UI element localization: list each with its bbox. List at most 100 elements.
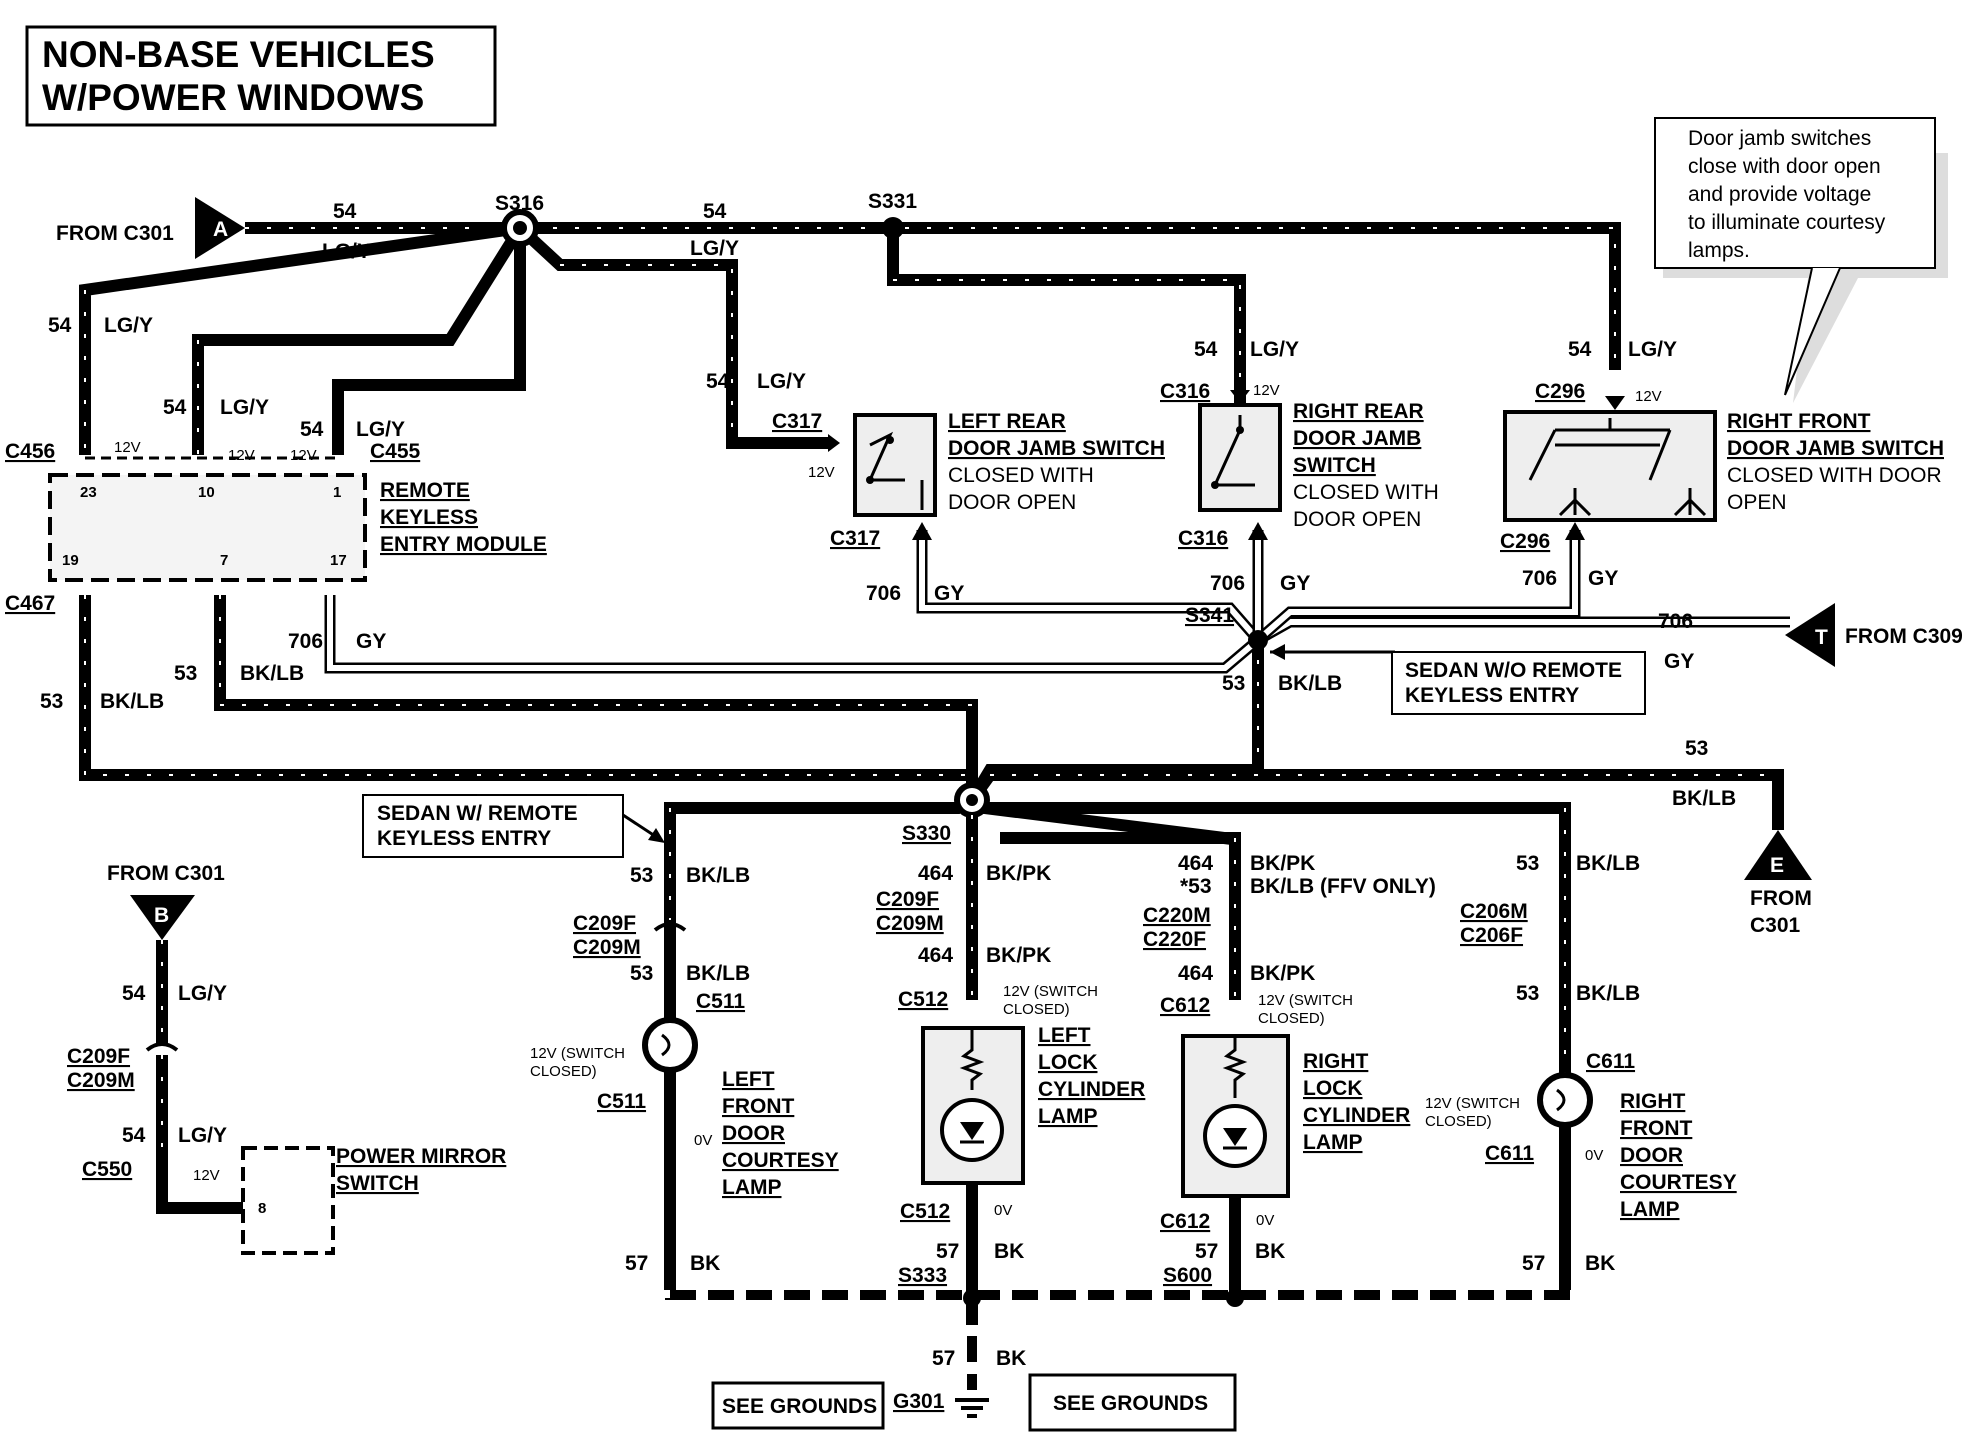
wire-color: LG/Y — [1628, 338, 1677, 361]
wire-color: LG/Y — [1250, 338, 1299, 361]
c511-a: C511 — [696, 990, 745, 1013]
from-c301-a-label: FROM C301 — [56, 222, 174, 245]
g301-label: G301 — [893, 1390, 945, 1413]
wire-color: BK — [994, 1240, 1024, 1263]
c455-label: C455 — [370, 440, 421, 463]
c512-b: C512 — [900, 1200, 950, 1223]
wire-num: 54 — [300, 418, 324, 441]
arrow-c296-bot — [1565, 522, 1585, 540]
svg-text:T: T — [1815, 626, 1828, 649]
rf-lamp-5: LAMP — [1620, 1198, 1680, 1221]
c209m-a: C209M — [573, 936, 641, 959]
rl-lamp-1: RIGHT — [1303, 1050, 1369, 1073]
splice-s316 — [501, 209, 539, 247]
wire-color: LG/Y — [690, 237, 739, 260]
from-e-label: FROM — [1750, 887, 1812, 910]
right-rear-label-4: CLOSED WITH — [1293, 481, 1439, 504]
s330-label: S330 — [902, 822, 951, 845]
v12: 12V — [228, 447, 255, 464]
callout-line-1: Door jamb switches — [1688, 127, 1871, 150]
connector-e: E — [1744, 830, 1812, 880]
c209m-b: C209M — [876, 912, 944, 935]
wire-num: 54 — [333, 200, 357, 223]
from-c309-label: FROM C309 — [1845, 625, 1963, 648]
right-lock-branch — [984, 802, 1290, 1295]
v12: 12V — [290, 447, 317, 464]
lf-lamp-3: DOOR — [722, 1122, 785, 1145]
c206m: C206M — [1460, 900, 1528, 923]
wire-color: LG/Y — [104, 314, 153, 337]
rkem-label-2: KEYLESS — [380, 506, 478, 529]
v0: 0V — [994, 1202, 1012, 1219]
c512-a: C512 — [898, 988, 948, 1011]
wire-54-lgy — [79, 222, 1621, 455]
callout-note: Door jamb switches close with door open … — [1654, 117, 1948, 403]
rf-lamp-4: COURTESY — [1620, 1171, 1737, 1194]
right-rear-label-3: SWITCH — [1293, 454, 1376, 477]
wire-num: 464 — [918, 944, 953, 967]
rkem-pin: 17 — [330, 552, 347, 569]
wire-num: 706 — [288, 630, 323, 653]
wire-num: 464 — [918, 862, 953, 885]
wire-color: GY — [1588, 567, 1618, 590]
closed: CLOSED) — [1258, 1010, 1325, 1027]
connector-t: T — [1785, 603, 1835, 667]
left-rear-door-jamb-switch — [853, 413, 937, 517]
wire-num: 53 — [1222, 672, 1245, 695]
lf-lamp-1: LEFT — [722, 1068, 775, 1091]
s600-label: S600 — [1163, 1264, 1212, 1287]
v12sw: 12V (SWITCH — [1003, 983, 1098, 1000]
wire-num: 464 — [1178, 852, 1213, 875]
wire-num: 53 — [630, 864, 653, 887]
c209f-b: C209F — [876, 888, 939, 911]
right-rear-label-1: RIGHT REAR — [1293, 400, 1424, 423]
wire-color: LG/Y — [356, 418, 405, 441]
rl-lamp-3: CYLINDER — [1303, 1104, 1410, 1127]
v0: 0V — [694, 1132, 712, 1149]
svg-text:B: B — [154, 904, 169, 927]
wire-num: 57 — [932, 1347, 955, 1370]
rl-lamp-4: LAMP — [1303, 1131, 1363, 1154]
rf-lamp-1: RIGHT — [1620, 1090, 1686, 1113]
v12sw: 12V (SWITCH — [1258, 992, 1353, 1009]
see-grounds-box-1: SEE GROUNDS — [711, 1381, 885, 1430]
lf-lamp-2: FRONT — [722, 1095, 794, 1118]
right-rear-label-5: DOOR OPEN — [1293, 508, 1421, 531]
c611-a: C611 — [1586, 1050, 1635, 1073]
callout-line-5: lamps. — [1688, 239, 1750, 262]
wire-color: LG/Y — [757, 370, 806, 393]
sedan-wo-remote-box: SEDAN W/O REMOTE KEYLESS ENTRY — [1391, 651, 1646, 715]
rf-lamp-3: DOOR — [1620, 1144, 1683, 1167]
wire-color: BK/LB — [1576, 982, 1640, 1005]
wire-num: *53 — [1180, 875, 1212, 898]
splice-s330 — [954, 782, 990, 818]
v12: 12V — [1635, 388, 1662, 405]
mirror-label-2: SWITCH — [336, 1172, 419, 1195]
wire-color: LG/Y — [178, 982, 227, 1005]
wire-color: GY — [356, 630, 386, 653]
see-grounds-box-2: SEE GROUNDS — [1028, 1373, 1237, 1432]
wire-num: 57 — [1522, 1252, 1545, 1275]
wire-color: LG/Y — [322, 240, 371, 263]
s316-label: S316 — [495, 192, 544, 215]
wire-num: 54 — [703, 200, 727, 223]
left-rear-label-4: DOOR OPEN — [948, 491, 1076, 514]
wire-num: 53 — [40, 690, 63, 713]
wire-color: BK/PK — [1250, 962, 1315, 985]
mirror-pin: 8 — [258, 1200, 266, 1217]
wire-color: GY — [934, 582, 964, 605]
v12: 12V — [114, 439, 141, 456]
power-mirror-branch: B 8 — [130, 895, 335, 1255]
wire-color: BK/LB (FFV ONLY) — [1250, 875, 1436, 898]
v12: 12V — [1253, 382, 1280, 399]
wire-color: BK/LB — [240, 662, 304, 685]
wire-color: BK — [690, 1252, 720, 1275]
v12: 12V — [808, 464, 835, 481]
c456-label: C456 — [5, 440, 55, 463]
svg-text:SEDAN W/O REMOTE: SEDAN W/O REMOTE — [1405, 659, 1622, 682]
rkem-pin: 10 — [198, 484, 215, 501]
wire-color: BK — [996, 1347, 1026, 1370]
c220m: C220M — [1143, 904, 1211, 927]
s341-label: S341 — [1185, 604, 1234, 627]
wire-num: 53 — [1516, 852, 1539, 875]
